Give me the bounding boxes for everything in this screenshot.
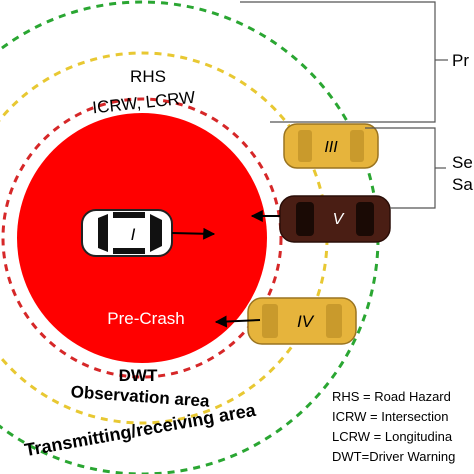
- pre-crash-label: Pre-Crash: [107, 309, 184, 328]
- rhs-area-ring: [1, 97, 283, 379]
- brace-middle: [365, 127, 446, 209]
- vehicle-iii: III: [283, 123, 379, 169]
- vehicle-i: I: [81, 209, 173, 257]
- vehicle-iii-label: III: [324, 139, 338, 156]
- transmitting-area-label: Transmitting/receiving area: [23, 400, 258, 461]
- rhs-label: RHS: [130, 67, 166, 86]
- vehicle-iv-arrow: [214, 315, 261, 328]
- brace-top: [240, 1, 448, 123]
- brace-middle-label-line2: Sa: [452, 175, 473, 194]
- brace-middle-label-line1: Se: [452, 153, 473, 172]
- vehicle-iv-label: IV: [297, 312, 315, 331]
- vehicle-iv: IV: [247, 297, 357, 345]
- brace-top-label: Pr: [452, 51, 469, 70]
- observation-area-label: Observation area: [70, 382, 210, 411]
- legend-item: LCRW = Longitudina: [332, 429, 453, 444]
- legend-item: RHS = Road Hazard: [332, 389, 451, 404]
- vehicle-v: V: [279, 195, 391, 243]
- icrw-lcrw-label: ICRW, LCRW: [91, 88, 196, 118]
- legend-item: ICRW = Intersection: [332, 409, 448, 424]
- vehicle-i-label: I: [131, 225, 136, 244]
- vehicle-i-arrow: [171, 227, 216, 240]
- vehicle-v-label: V: [333, 211, 345, 228]
- legend: RHS = Road Hazard ICRW = Intersection LC…: [332, 389, 455, 464]
- legend-item: DWT=Driver Warning: [332, 449, 455, 464]
- dwt-label: DWT: [119, 366, 158, 385]
